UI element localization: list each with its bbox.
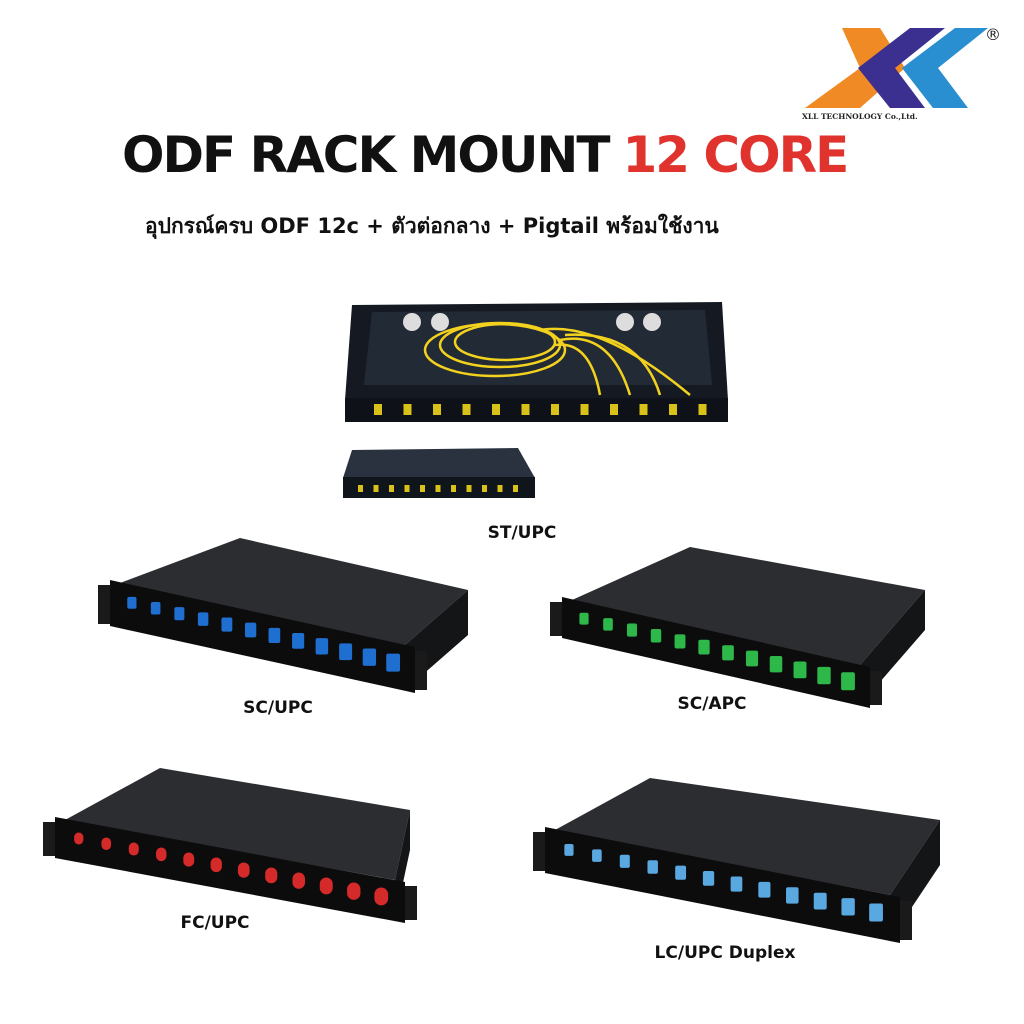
fiber-port: [386, 653, 401, 672]
st-port: [513, 485, 518, 492]
sc-apc-panel: [550, 547, 925, 708]
fiber-port: [237, 862, 250, 878]
st-port: [551, 404, 559, 415]
st-port: [374, 404, 382, 415]
fiber-port: [292, 872, 306, 889]
sc-upc-panel: [98, 538, 468, 693]
odf-closed-box: [343, 448, 535, 498]
fiber-port: [619, 854, 630, 868]
fiber-port: [244, 622, 257, 638]
st-port: [492, 404, 500, 415]
title-accent: 12 CORE: [622, 126, 849, 184]
st-port: [358, 485, 363, 492]
logo-company-name: XLL TECHNOLOGY Co.,Ltd.: [802, 112, 918, 121]
st-port: [610, 404, 618, 415]
fc-upc-panel: [43, 768, 417, 923]
fiber-port: [210, 857, 222, 873]
st-port: [389, 485, 394, 492]
mounting-ear: [550, 602, 562, 636]
st-port: [433, 404, 441, 415]
fiber-port: [730, 876, 743, 892]
fiber-port: [675, 865, 687, 880]
fiber-port: [722, 645, 734, 661]
fiber-port: [626, 623, 638, 637]
title-main: ODF RACK MOUNT: [122, 126, 610, 184]
label-fc-upc: FC/UPC: [180, 913, 250, 933]
fiber-port: [603, 618, 613, 631]
fiber-port: [674, 634, 686, 649]
fiber-port: [592, 849, 602, 862]
st-port: [639, 404, 648, 415]
company-logo: ®: [805, 25, 1001, 108]
mounting-ear: [415, 651, 427, 690]
st-port: [404, 485, 410, 492]
label-sc-upc: SC/UPC: [243, 698, 313, 718]
fiber-port: [374, 887, 389, 906]
registered-mark: ®: [985, 25, 1001, 44]
fiber-port: [156, 847, 167, 862]
fiber-port: [315, 638, 329, 655]
fiber-port: [74, 832, 84, 845]
st-port: [451, 485, 456, 492]
fiber-port: [268, 627, 281, 644]
fiber-port: [101, 837, 112, 851]
st-port: [466, 485, 472, 492]
st-port: [669, 404, 677, 415]
fiber-port: [817, 666, 831, 685]
fiber-port: [174, 607, 185, 621]
fiber-port: [841, 672, 855, 691]
lc-upc-duplex-panel: [533, 778, 940, 943]
fiber-port: [647, 860, 658, 874]
label-st-upc: ST/UPC: [487, 523, 557, 543]
mounting-ear: [870, 671, 882, 705]
fiber-port: [183, 852, 195, 867]
fiber-port: [564, 843, 574, 856]
st-port: [482, 485, 487, 492]
fiber-port: [650, 628, 662, 643]
st-port: [497, 485, 503, 492]
odf-open-tray: [345, 302, 728, 422]
fiber-port: [758, 881, 771, 898]
fiber-port: [579, 612, 589, 625]
mounting-ear: [98, 585, 110, 624]
fiber-port: [841, 898, 855, 916]
fiber-port: [745, 650, 759, 667]
subtitle: อุปกรณ์ครบ ODF 12c + ตัวต่อกลาง + Pigtai…: [145, 214, 719, 238]
fiber-port: [813, 892, 827, 910]
label-lc-upc-duplex: LC/UPC Duplex: [654, 943, 796, 963]
mounting-ear: [900, 901, 912, 940]
fiber-port: [793, 661, 807, 679]
fiber-port: [221, 617, 233, 632]
fiber-port: [265, 867, 278, 884]
fiber-port: [197, 612, 209, 626]
mounting-ear: [43, 822, 55, 856]
fiber-port: [702, 871, 715, 886]
fiber-port: [869, 903, 883, 922]
st-port: [580, 404, 589, 415]
st-port: [420, 485, 425, 492]
st-port: [698, 404, 707, 415]
label-sc-apc: SC/APC: [677, 694, 747, 714]
fiber-port: [319, 877, 333, 895]
st-port: [435, 485, 441, 492]
fiber-port: [347, 882, 361, 900]
st-port: [403, 404, 412, 415]
fiber-port: [127, 596, 137, 609]
st-port: [373, 485, 379, 492]
mounting-ear: [405, 886, 417, 920]
st-port: [521, 404, 530, 415]
fiber-port: [786, 887, 799, 904]
fiber-port: [150, 602, 161, 615]
fiber-port: [128, 842, 139, 856]
st-port: [462, 404, 471, 415]
fiber-port: [698, 639, 710, 655]
mounting-ear: [533, 832, 545, 871]
fiber-port: [339, 643, 353, 661]
fiber-port: [362, 648, 377, 666]
fiber-port: [292, 633, 305, 649]
fiber-port: [769, 656, 783, 673]
